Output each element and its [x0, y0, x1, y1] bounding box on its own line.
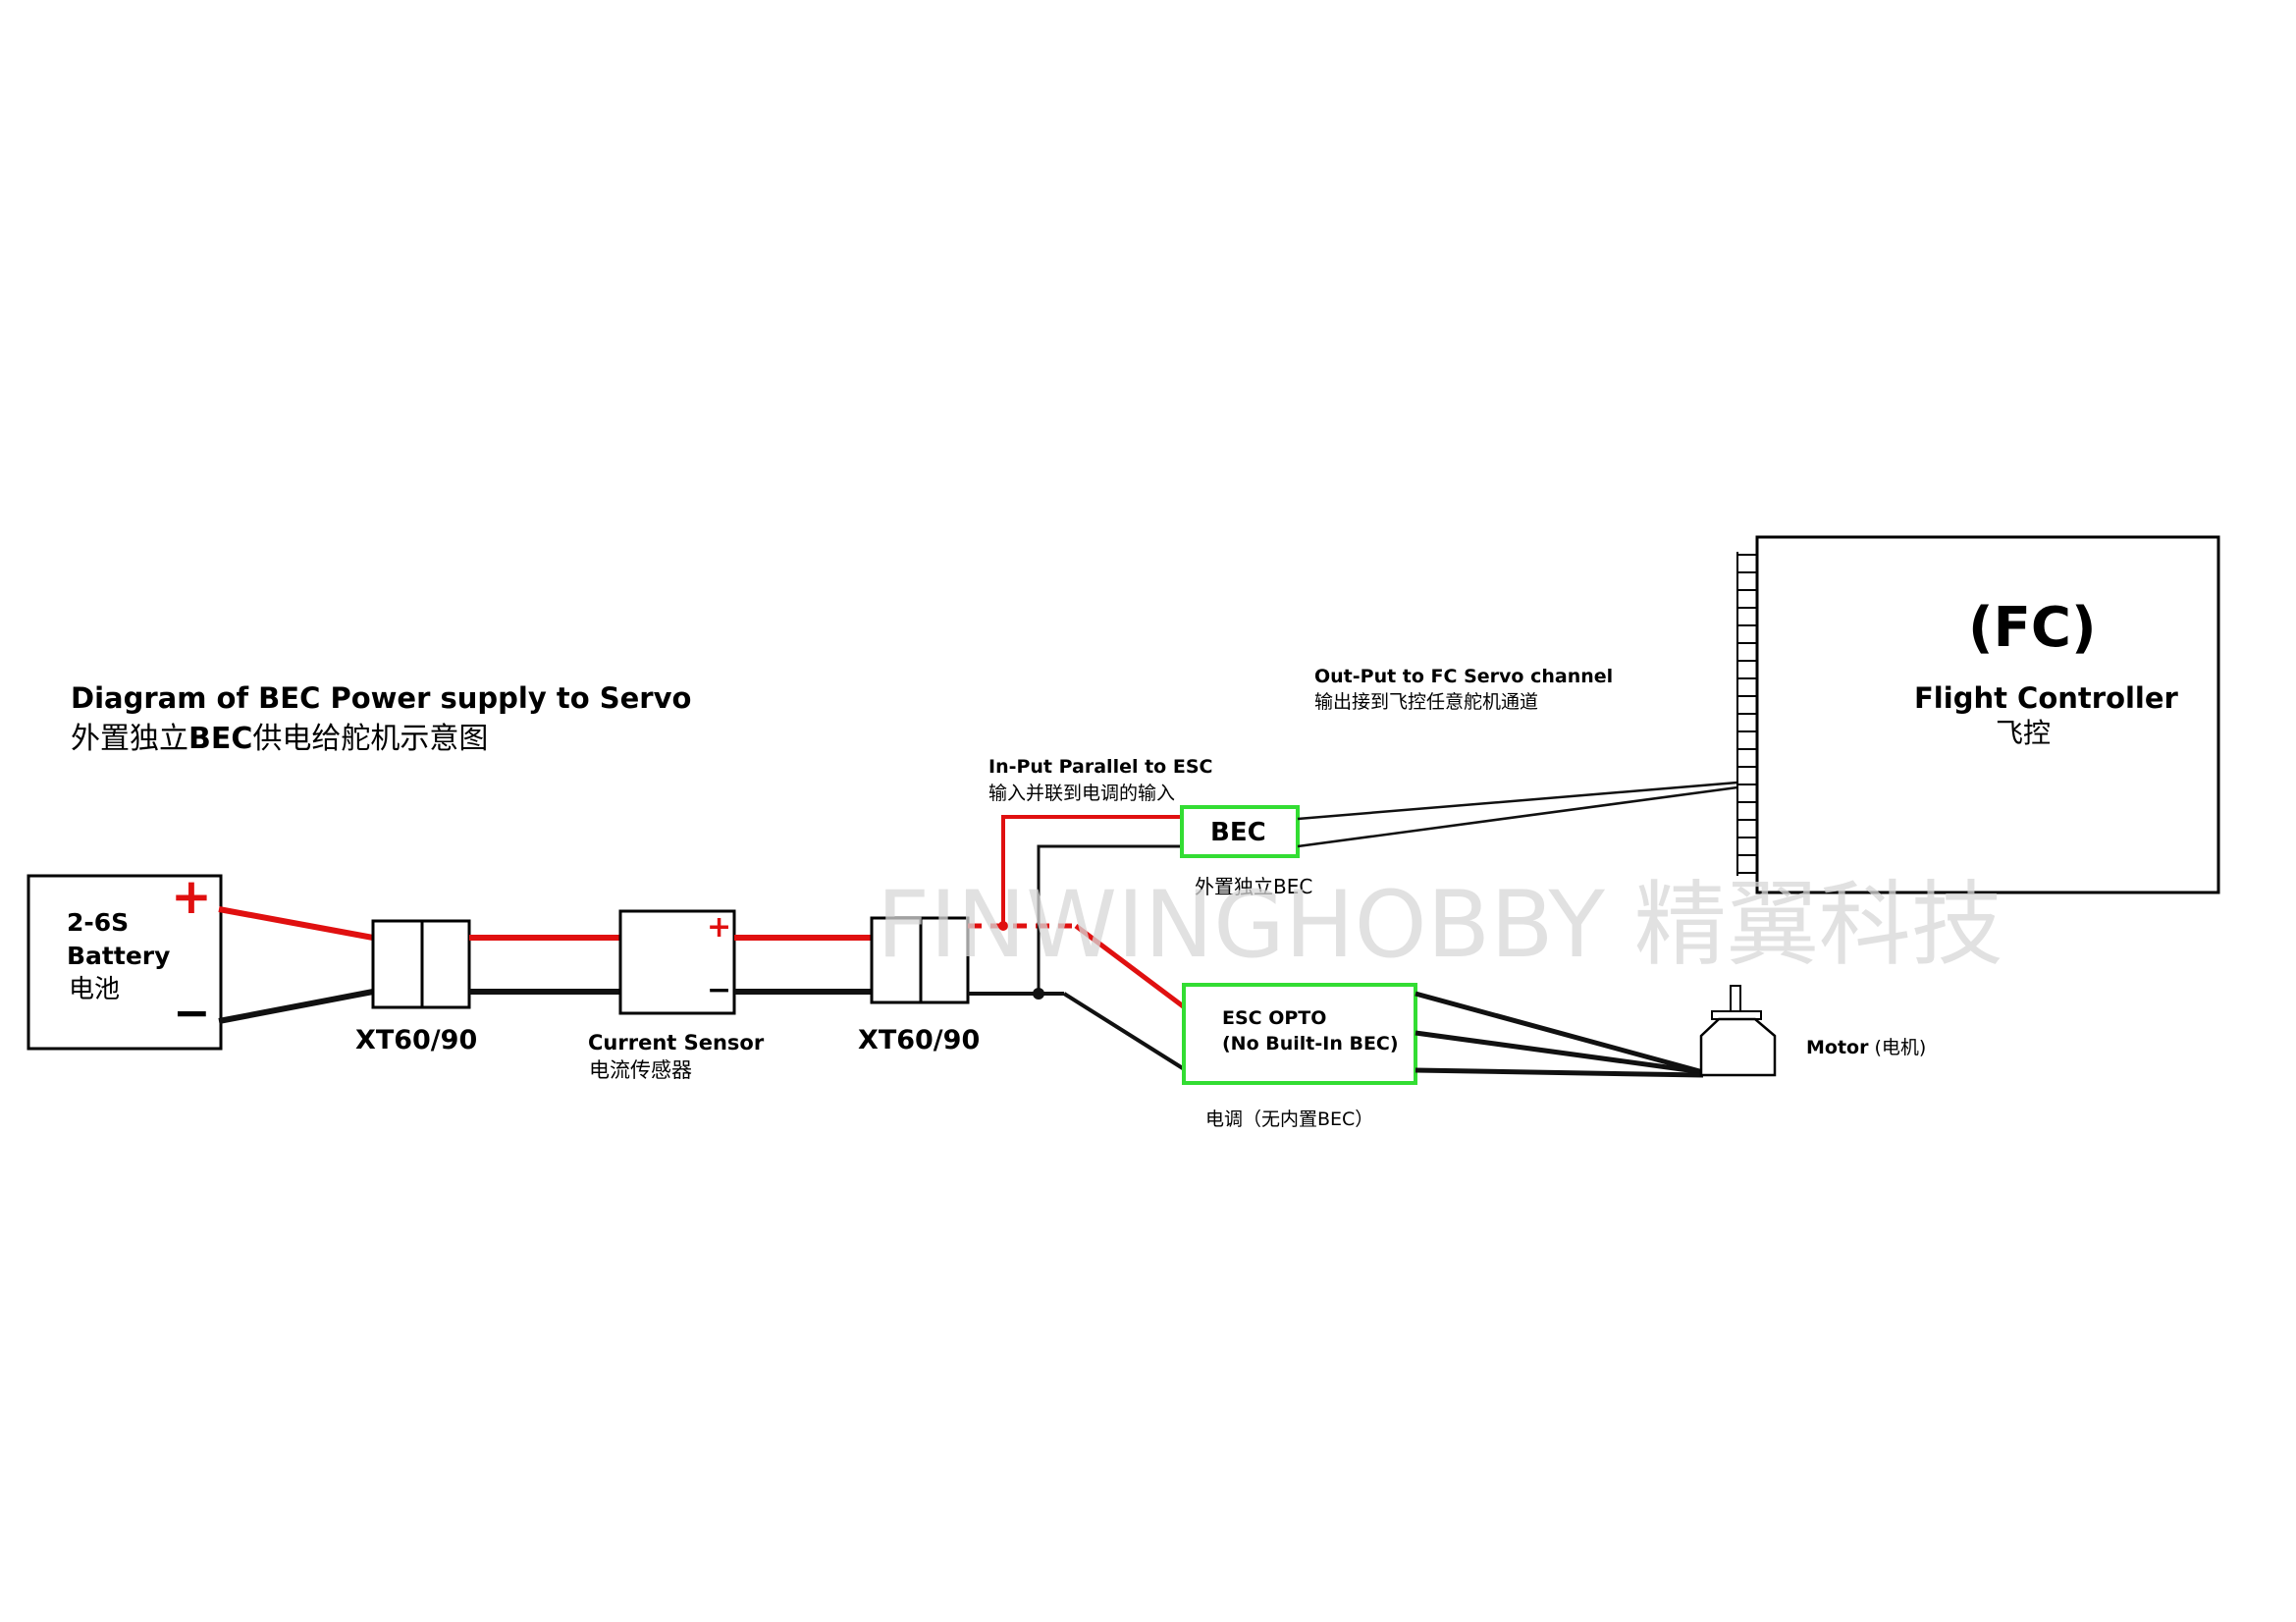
fc-name: Flight Controller: [1914, 681, 2178, 715]
xt60-connector-right: [870, 916, 970, 1004]
junction-dot-positive: [998, 921, 1008, 931]
battery-box: [27, 874, 223, 1051]
fc-name-zh: 飞控: [1996, 717, 2052, 749]
watermark: FINWINGHOBBY 精翼科技: [877, 872, 2003, 979]
subtitle-part-1: 外置独立: [71, 722, 188, 756]
fc-abbreviation: (FC): [1968, 596, 2097, 660]
diagram-subtitle: 外置独立BEC供电给舵机示意图: [71, 725, 488, 754]
output-note: Out-Put to FC Servo channel: [1314, 666, 1614, 687]
esc-sublabel: (No Built-In BEC): [1222, 1033, 1399, 1054]
current-sensor-box: [618, 909, 736, 1015]
motor-label-zh: (电机): [1874, 1037, 1927, 1058]
bec-label: BEC: [1210, 818, 1266, 847]
bec-caption: 外置独立BEC: [1195, 875, 1313, 898]
input-note-zh: 输入并联到电调的输入: [988, 783, 1176, 804]
motor-icon: [1699, 985, 1777, 1077]
xt60-connector-left: [371, 919, 471, 1009]
positive-wire-battery: [218, 906, 374, 941]
negative-wire-to-esc: [1062, 992, 1188, 1072]
esc-caption: 电调（无内置BEC）: [1205, 1108, 1374, 1130]
fc-servo-pins: [1736, 552, 1757, 876]
motor-label-en: Motor: [1806, 1037, 1869, 1058]
current-sensor-plus-icon: +: [707, 910, 732, 945]
flight-controller-box: [1755, 535, 2220, 894]
battery-label-zh: 电池: [69, 975, 121, 1004]
battery-label: Battery: [67, 942, 171, 970]
battery-plus-icon: +: [171, 868, 212, 925]
subtitle-part-2: 供电给舵机示意图: [252, 722, 489, 756]
bec-output-wire-2: [1297, 785, 1738, 848]
subtitle-part-bec: BEC: [188, 722, 253, 756]
negative-wire-battery: [218, 989, 374, 1024]
junction-dot-negative: [1033, 988, 1044, 1000]
positive-wire-to-esc: [1074, 924, 1188, 1010]
input-note: In-Put Parallel to ESC: [988, 756, 1213, 778]
bec-positive-input-wire: [1001, 815, 1182, 926]
esc-module-box: [1182, 983, 1417, 1085]
motor-label: Motor (电机): [1806, 1039, 1926, 1057]
battery-minus-icon: −: [173, 986, 211, 1039]
xt60-right-label: XT60/90: [858, 1025, 981, 1055]
motor-wire-2: [1415, 1030, 1704, 1075]
output-note-zh: 输出接到飞控任意舵机通道: [1314, 691, 1539, 713]
xt60-left-label: XT60/90: [355, 1025, 478, 1055]
motor-wire-1: [1415, 991, 1704, 1075]
current-sensor-label-zh: 电流传感器: [589, 1058, 692, 1082]
current-sensor-minus-icon: −: [707, 973, 732, 1007]
battery-type-label: 2-6S: [67, 908, 130, 937]
diagram-title: Diagram of BEC Power supply to Servo: [71, 681, 692, 715]
bec-output-wire-1: [1297, 781, 1738, 821]
motor-wire-3: [1415, 1067, 1704, 1078]
bec-module-box: [1180, 805, 1300, 858]
current-sensor-label: Current Sensor: [588, 1031, 765, 1054]
bec-negative-input-wire: [1037, 844, 1182, 994]
esc-label: ESC OPTO: [1222, 1007, 1327, 1029]
